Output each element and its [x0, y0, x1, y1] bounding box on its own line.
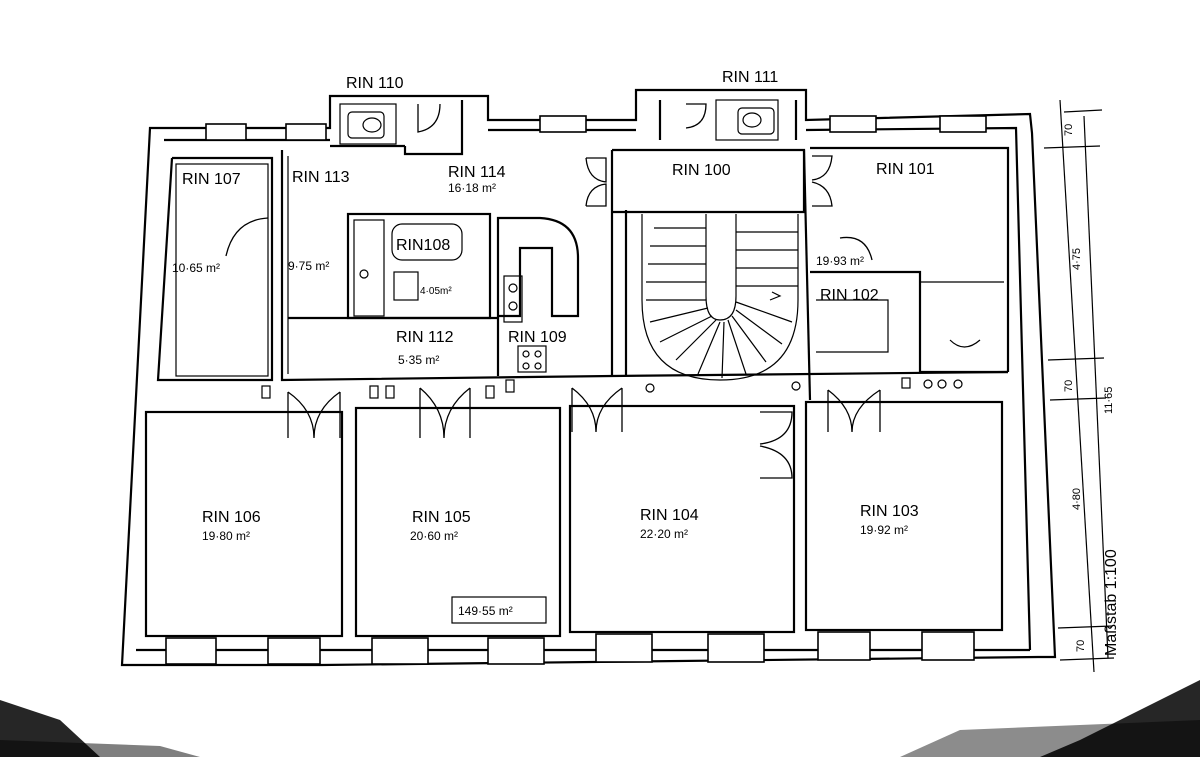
- area-rin-103: 19·92 m²: [860, 523, 908, 537]
- interior-walls: [144, 146, 1010, 638]
- area-rin-104: 22·20 m²: [640, 527, 688, 541]
- label-rin-110: RIN 110: [346, 75, 404, 92]
- label-rin-101: RIN 101: [876, 161, 935, 178]
- label-rin-102: RIN 102: [820, 287, 879, 304]
- dim-label-3: 70: [1063, 380, 1075, 392]
- area-rin-105: 20·60 m²: [410, 529, 458, 543]
- area-rin-114: 16·18 m²: [448, 181, 496, 195]
- scan-noise: [0, 680, 1200, 757]
- label-rin-114: RIN 114: [448, 164, 506, 181]
- dim-label-5: 4·80: [1071, 488, 1083, 510]
- room-labels: RIN 110 RIN 111 RIN 107 10·65 m² RIN 113…: [172, 69, 935, 618]
- windows: [165, 115, 987, 665]
- dimension-line: [1043, 99, 1115, 673]
- label-rin-111: RIN 111: [722, 69, 778, 86]
- label-rin-106: RIN 106: [202, 509, 261, 526]
- dim-label-2: 4·75: [1071, 248, 1083, 270]
- total-area: 149·55 m²: [458, 604, 513, 618]
- dim-label-6: 70: [1075, 640, 1087, 652]
- label-rin-103: RIN 103: [860, 503, 919, 520]
- label-rin-108: RIN108: [396, 237, 450, 254]
- dim-label-1: 70: [1063, 124, 1075, 136]
- label-rin-112: RIN 112: [396, 329, 454, 346]
- area-rin-113: 9·75 m²: [288, 259, 329, 273]
- scale-label: Maßstab 1:100: [1103, 549, 1120, 656]
- label-rin-104: RIN 104: [640, 507, 699, 524]
- area-rin-102: 19·93 m²: [816, 254, 864, 268]
- label-rin-105: RIN 105: [412, 509, 471, 526]
- toilet-111: [685, 99, 779, 141]
- label-rin-107: RIN 107: [182, 171, 241, 188]
- area-rin-107: 10·65 m²: [172, 261, 220, 275]
- label-rin-109: RIN 109: [508, 329, 567, 346]
- label-rin-113: RIN 113: [292, 169, 350, 186]
- dimension-labels: 70 4·75 70 11·65 4·80 70 Maßstab 1:100: [1063, 124, 1120, 656]
- toilet-110: [339, 103, 441, 145]
- area-rin-112: 5·35 m²: [398, 353, 439, 367]
- doors: [225, 155, 963, 479]
- area-rin-108: 4·05m²: [420, 286, 452, 297]
- area-rin-106: 19·80 m²: [202, 529, 250, 543]
- label-rin-100: RIN 100: [672, 162, 731, 179]
- dim-label-4: 11·65: [1103, 387, 1115, 414]
- staircase: [641, 214, 799, 381]
